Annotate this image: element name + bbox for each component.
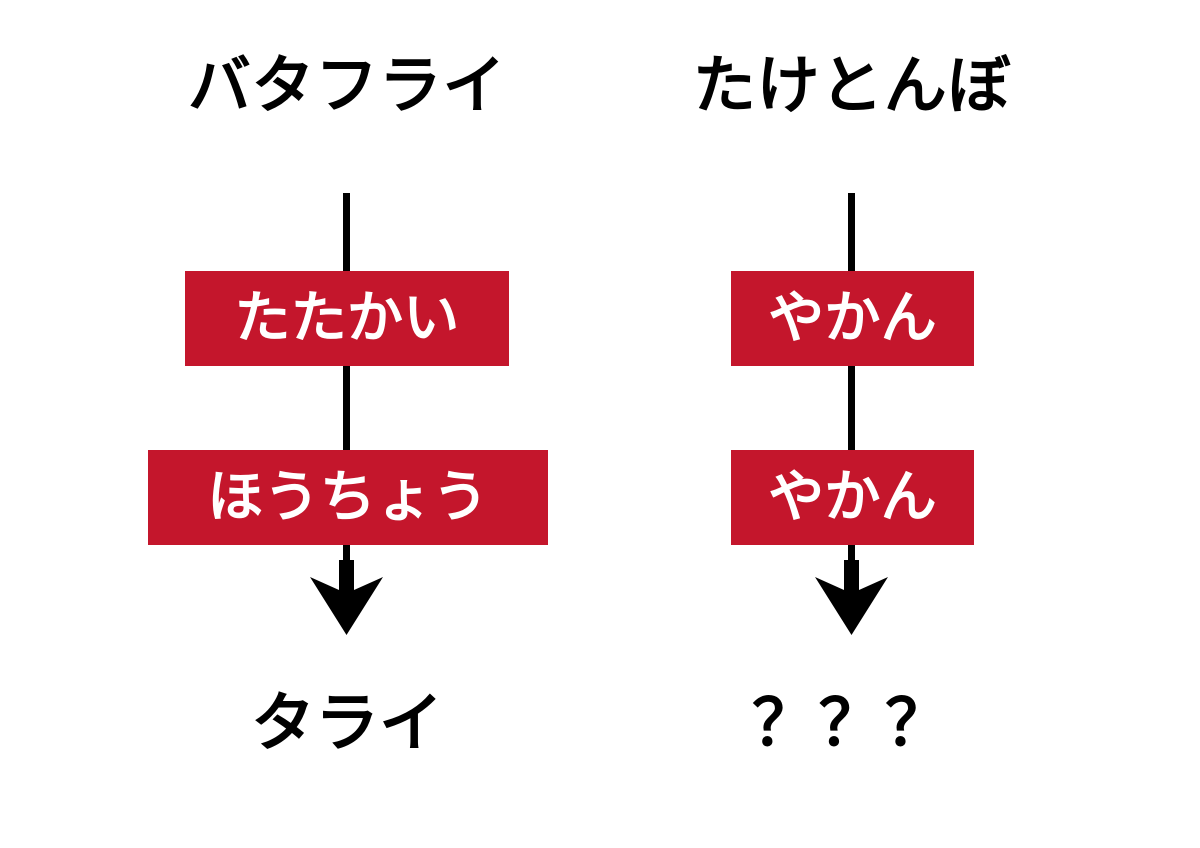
flow-column-bamboo-dragonfly: たけとんぼ やかん やかん ？？？ [552,0,1152,848]
arrow-down-icon [310,560,383,635]
arrow-down-icon [815,560,888,635]
flow-line [848,193,855,573]
column-title: バタフライ [187,49,507,122]
flow-step-chip: やかん [731,450,974,545]
flow-step-chip: たたかい [185,271,509,366]
flow-line [343,193,350,573]
column-title: たけとんぼ [692,49,1012,122]
flow-result-label: タライ [251,687,443,761]
flow-result-label: ？？？ [752,687,952,761]
flow-step-chip: ほうちょう [148,450,548,545]
flow-step-chip: やかん [731,271,974,366]
flow-column-butterfly: バタフライ たたかい ほうちょう タライ [47,0,647,848]
